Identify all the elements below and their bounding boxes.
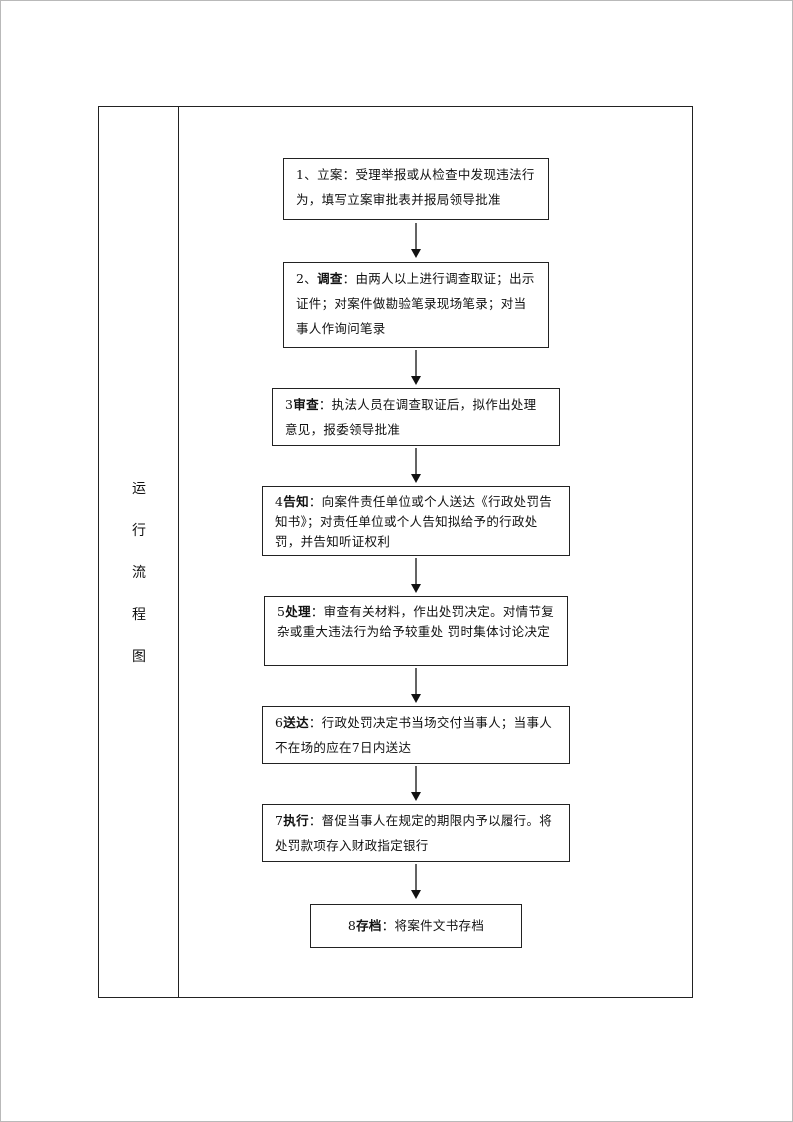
step-text: ：向案件责任单位或个人送达《行政处罚告知书》；对责任单位或个人告知拟给予的行政处… xyxy=(275,494,553,549)
step-title: 执行 xyxy=(283,813,309,828)
side-label-char: 流 xyxy=(132,565,146,581)
step-number: 8 xyxy=(347,918,357,933)
arrow-down-icon xyxy=(411,558,421,593)
step-number: 2、 xyxy=(296,271,318,286)
step-number: 5 xyxy=(277,604,286,619)
step-6-box: 6送达：行政处罚决定书当场交付当事人；当事人不在场的应在7日内送达 xyxy=(262,706,570,764)
step-7-box: 7执行：督促当事人在规定的期限内予以履行。将处罚款项存入财政指定银行 xyxy=(262,804,570,862)
step-title: 处理 xyxy=(285,604,311,619)
step-1-box: 1、立案：受理举报或从检查中发现违法行为，填写立案审批表并报局领导批准 xyxy=(283,158,549,220)
arrow-down-icon xyxy=(411,448,421,483)
step-number: 3 xyxy=(285,397,294,412)
arrow-down-icon xyxy=(411,223,421,258)
step-2-box: 2、调查：由两人以上进行调查取证；出示证件；对案件做勘验笔录现场笔录；对当事人作… xyxy=(283,262,549,348)
step-number: 1、 xyxy=(296,167,318,182)
side-label-char: 图 xyxy=(132,649,146,665)
step-title: 审查 xyxy=(293,397,319,412)
step-title: 告知 xyxy=(283,494,309,509)
arrow-down-icon xyxy=(411,350,421,385)
step-text: ：行政处罚决定书当场交付当事人；当事人不在场的应在7日内送达 xyxy=(275,715,553,755)
arrow-down-icon xyxy=(411,864,421,899)
step-title: 立案 xyxy=(317,167,343,182)
step-3-box: 3审查：执法人员在调查取证后，拟作出处理意见，报委领导批准 xyxy=(272,388,560,446)
step-text: ：审查有关材料，作出处罚决定。对情节复杂或重大违法行为给予较重处 罚时集体讨论决… xyxy=(277,604,555,639)
step-title: 存档 xyxy=(356,918,382,933)
side-label-char: 行 xyxy=(132,523,146,539)
arrow-down-icon xyxy=(411,668,421,703)
side-label: 运 行 流 程 图 xyxy=(118,468,160,678)
step-4-box: 4告知：向案件责任单位或个人送达《行政处罚告知书》；对责任单位或个人告知拟给予的… xyxy=(262,486,570,556)
step-5-box: 5处理：审查有关材料，作出处罚决定。对情节复杂或重大违法行为给予较重处 罚时集体… xyxy=(264,596,568,666)
flow-table xyxy=(98,106,693,998)
side-label-char: 运 xyxy=(132,481,146,497)
step-text: ：将案件文书存档 xyxy=(381,918,485,933)
step-text: ：执法人员在调查取证后，拟作出处理意见，报委领导批准 xyxy=(285,397,537,437)
step-number: 4 xyxy=(275,494,284,509)
step-title: 送达 xyxy=(283,715,309,730)
table-column-divider xyxy=(178,106,179,998)
step-text: ：受理举报或从检查中发现违法行为，填写立案审批表并报局领导批准 xyxy=(296,167,535,207)
step-8-box: 8存档：将案件文书存档 xyxy=(310,904,522,948)
step-text: ：由两人以上进行调查取证；出示证件；对案件做勘验笔录现场笔录；对当事人作询问笔录 xyxy=(296,271,535,336)
step-number: 6 xyxy=(275,715,284,730)
side-label-char: 程 xyxy=(132,607,146,623)
arrow-down-icon xyxy=(411,766,421,801)
step-title: 调查 xyxy=(317,271,343,286)
step-number: 7 xyxy=(275,813,284,828)
step-text: ：督促当事人在规定的期限内予以履行。将处罚款项存入财政指定银行 xyxy=(275,813,553,853)
